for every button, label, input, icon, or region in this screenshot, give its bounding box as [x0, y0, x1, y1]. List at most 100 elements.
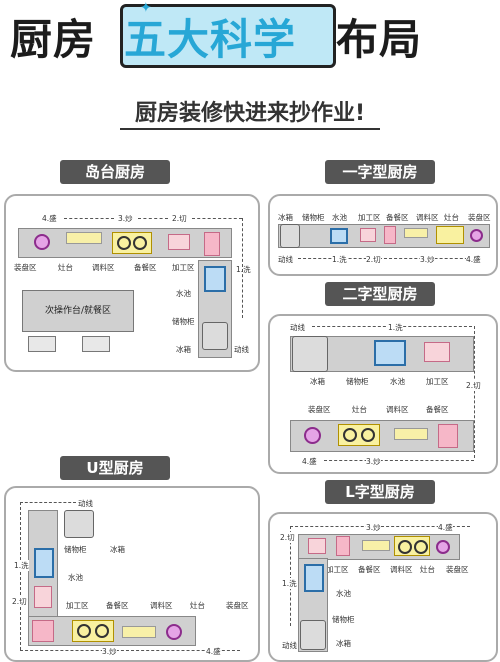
- fridge-icon: [64, 510, 94, 538]
- knife-board-icon: [424, 342, 450, 362]
- lshape-s3: 3.炒: [366, 522, 381, 533]
- knife-board-icon: [168, 234, 190, 250]
- island-flow-line: [64, 218, 114, 219]
- oneline-fridge: 冰箱: [278, 213, 293, 222]
- lshape-storage: 储物柜: [332, 615, 355, 624]
- lshape-stove: 灶台: [420, 565, 435, 574]
- island-flow-vline: [242, 218, 243, 318]
- oneline-flow: 动线: [278, 255, 293, 264]
- lshape-fridge: 冰箱: [336, 639, 351, 648]
- oneline-s4: 4.盛: [466, 254, 481, 265]
- oneline-spice: 调料区: [416, 213, 439, 222]
- chair: [82, 336, 110, 352]
- fridge-icon: [280, 224, 300, 248]
- lshape-work: 加工区: [326, 565, 349, 574]
- island-fridge: 冰箱: [176, 345, 191, 354]
- twoline-flow-line2: [324, 460, 474, 461]
- oneline-plate: 装盘区: [468, 213, 491, 222]
- sink-icon: [34, 548, 54, 578]
- island-flow-line3: [192, 218, 242, 219]
- oneline-panel: 冰箱 储物柜 水池 加工区 备餐区 调料区 灶台 装盘区 动线 1.洗 2.切 …: [268, 194, 498, 276]
- twoline-flow-vline: [474, 326, 475, 458]
- oneline-s3: 3.炒: [420, 254, 435, 265]
- twoline-sink: 水池: [390, 377, 405, 386]
- island-step3: 3.炒: [118, 214, 133, 223]
- twoline-s2: 2.切: [466, 380, 481, 391]
- stove-icon: [338, 424, 380, 446]
- twoline-s1: 1.洗: [388, 322, 403, 333]
- ushape-sink: 水池: [68, 573, 83, 582]
- title-left: 厨房: [10, 15, 97, 64]
- ushape-s3: 3.炒: [102, 646, 117, 657]
- ushape-flow: 动线: [78, 499, 93, 508]
- island-flow-line2: [138, 218, 168, 219]
- ushape-storage: 储物柜: [64, 545, 87, 554]
- ushape-s2: 2.切: [12, 596, 27, 607]
- plate-icon: [436, 540, 450, 554]
- oneline-prep: 备餐区: [386, 213, 409, 222]
- spice-rack-icon: [66, 232, 102, 244]
- fridge-icon: [300, 620, 326, 650]
- stove-icon: [436, 226, 464, 244]
- island-sink: 水池: [176, 289, 191, 298]
- spice-rack-icon: [394, 428, 428, 440]
- oneline-work: 加工区: [358, 213, 381, 222]
- knife-board-icon: [360, 228, 376, 242]
- plate-icon: [166, 624, 182, 640]
- twoline-stove: 灶台: [352, 405, 367, 414]
- island-zone-stove: 灶台: [58, 263, 73, 272]
- ushape-fridge: 冰箱: [110, 545, 125, 554]
- island-flow: 动线: [234, 345, 249, 354]
- title-highlight-box: [120, 4, 336, 68]
- plate-icon: [470, 229, 483, 242]
- knife-board-icon: [308, 538, 326, 554]
- oneline-s1: 1.洗: [332, 254, 347, 265]
- lshape-flow-vline: [290, 526, 291, 626]
- fridge-icon: [202, 322, 228, 350]
- plate-icon: [34, 234, 50, 250]
- twoline-s4: 4.盛: [302, 457, 317, 466]
- spice-rack-icon: [404, 228, 428, 238]
- island-storage: 储物柜: [172, 317, 195, 326]
- oneline-title: 一字型厨房: [325, 160, 435, 184]
- lshape-s2: 2.切: [280, 532, 295, 543]
- title-highlight: 五大科学: [124, 15, 297, 64]
- ushape-s4: 4.盛: [206, 646, 221, 657]
- ushape-spice: 调料区: [150, 601, 173, 610]
- twoline-plate: 装盘区: [308, 405, 331, 414]
- twoline-flow: 动线: [290, 323, 305, 332]
- twoline-work: 加工区: [426, 377, 449, 386]
- island-panel: 4.盛 3.炒 2.切 1.洗 动线 装盘区 灶台 调料区 备餐区 加工区 水池…: [4, 194, 260, 372]
- twoline-title: 二字型厨房: [325, 282, 435, 306]
- chair: [28, 336, 56, 352]
- oneline-flow-line: [298, 258, 478, 259]
- oneline-storage: 储物柜: [302, 213, 325, 222]
- ushape-title: U型厨房: [60, 456, 170, 480]
- lshape-panel: 3.炒 4.盛 2.切 加工区 备餐区 调料区 灶台 装盘区 1.洗 水池 储物…: [268, 512, 498, 662]
- oneline-sink: 水池: [332, 213, 347, 222]
- ushape-flow-vline: [20, 502, 21, 650]
- spice-rack-icon: [362, 540, 390, 551]
- twoline-s3: 3.炒: [366, 456, 381, 467]
- twoline-storage: 储物柜: [346, 377, 369, 386]
- lshape-s4: 4.盛: [438, 522, 453, 533]
- ushape-stove: 灶台: [190, 601, 205, 610]
- island-title: 岛台厨房: [60, 160, 170, 184]
- lshape-prep: 备餐区: [358, 565, 381, 574]
- lshape-s1: 1.洗: [282, 578, 297, 589]
- island-zone-work: 加工区: [172, 263, 195, 272]
- island-step4: 4.盛: [42, 214, 57, 223]
- sink-icon: [374, 340, 406, 366]
- ushape-flow-line2: [20, 650, 240, 651]
- ushape-flow-line: [20, 502, 76, 503]
- twoline-fridge: 冰箱: [310, 377, 325, 386]
- island-zone-spice: 调料区: [92, 263, 115, 272]
- twoline-spice: 调料区: [386, 405, 409, 414]
- oneline-stove: 灶台: [444, 213, 459, 222]
- island-step2: 2.切: [172, 214, 187, 223]
- twoline-prep: 备餐区: [426, 405, 449, 414]
- sink-icon: [304, 564, 324, 592]
- prep-board-icon: [384, 226, 396, 244]
- island-step1: 1.洗: [236, 265, 251, 274]
- prep-board-icon: [32, 620, 54, 642]
